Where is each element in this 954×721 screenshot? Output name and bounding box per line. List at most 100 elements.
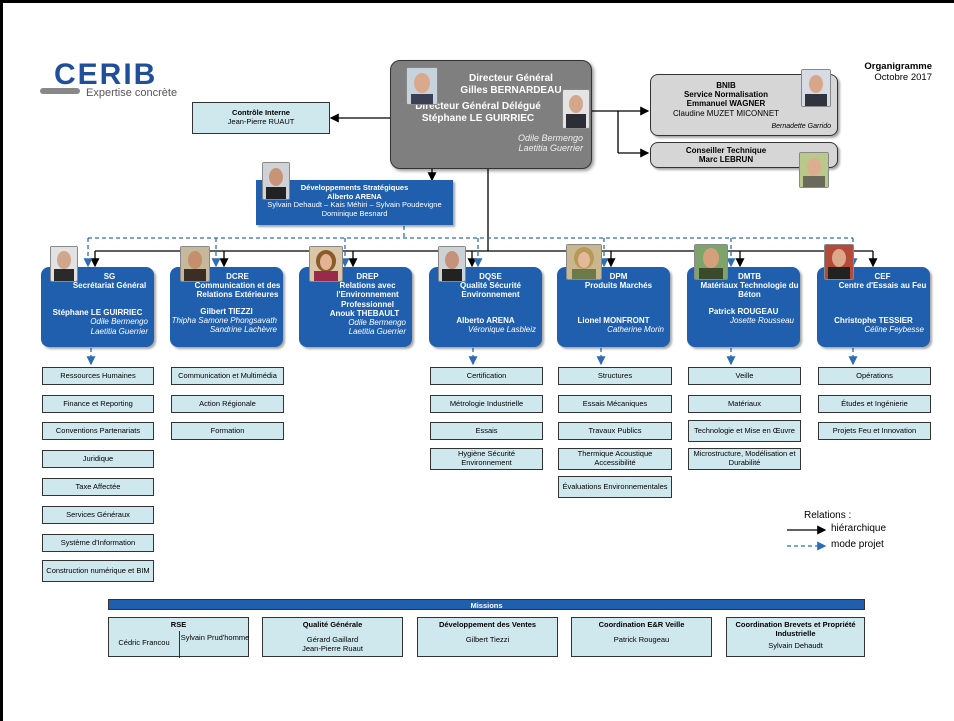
- mission-qualite-title: Qualité Générale: [302, 620, 363, 629]
- service-dpm-5: Évaluations Environnementales: [558, 476, 672, 498]
- dgd-role: Directeur Général Délégué: [415, 101, 541, 112]
- mission-rse-divider: [179, 631, 180, 658]
- legend-title: Relations :: [804, 510, 852, 521]
- dept-dmtb-header: DMTB Matériaux Technologie du Béton: [687, 272, 800, 300]
- mission-qualite: Qualité Générale Gérard Gaillard Jean-Pi…: [262, 617, 403, 657]
- devstrat-members-2: Dominique Besnard: [321, 208, 388, 218]
- conseiller-name: Marc LEBRUN: [698, 155, 754, 165]
- dept-drep-asst-1: Odile Bermengo: [348, 317, 406, 327]
- dept-dqse-asst-1: Véronique Lasbleiz: [467, 324, 536, 334]
- photo-dcre: [180, 246, 210, 282]
- dept-sg-assistants: Odile Bermengo Laetitia Guerrier: [41, 317, 154, 335]
- devstrat-title: Développements Stratégiques: [300, 183, 409, 192]
- mission-brevets-title: Coordination Brevets et Propriété Indust…: [735, 620, 856, 638]
- dept-sg-title: Secrétariat Général: [72, 281, 147, 291]
- service-sg-2: Finance et Reporting: [42, 395, 154, 413]
- dept-sg-code: SG: [103, 272, 116, 281]
- title-date: Octobre 2017: [874, 71, 932, 83]
- service-dcre-2: Action Régionale: [171, 395, 284, 413]
- controle-interne-box: Contrôle Interne Jean-Pierre RUAUT: [192, 102, 330, 134]
- dept-dpm-asst-1: Catherine Morin: [607, 325, 664, 335]
- dept-cef-header: CEF Centre d'Essais au Feu: [817, 272, 930, 290]
- svg-text:CERIB: CERIB: [54, 58, 157, 91]
- service-cef-2: Études et Ingénierie: [818, 395, 931, 413]
- mission-er-name1: Patrick Rougeau: [613, 635, 670, 644]
- dept-dcre-title: Communication et des Relations Extérieur…: [194, 281, 281, 300]
- mission-rse: RSE Cédric Francou Sylvain Prud'homme: [108, 617, 250, 658]
- dept-dmtb-assistants: Josette Rousseau: [687, 316, 800, 325]
- dept-drep-asst-2: Laetitia Guerrier: [348, 326, 406, 336]
- mission-qualite-name1: Gérard Gaillard: [306, 635, 359, 644]
- dg-role: Directeur Général: [469, 73, 553, 84]
- service-dmtb-1: Veille: [688, 367, 801, 385]
- service-cef-3: Projets Feu et Innovation: [818, 422, 931, 440]
- conseiller-title: Conseiller Technique: [685, 146, 767, 155]
- service-dqse-2: Métrologie Industrielle: [430, 395, 543, 413]
- dept-sg-asst-2: Laetitia Guerrier: [90, 326, 148, 336]
- service-dcre-1: Communication et Multimédia: [171, 367, 284, 385]
- dg-assistant-2: Laetitia Guerrier: [518, 143, 583, 154]
- service-dcre-3: Formation: [171, 422, 284, 440]
- dept-cef-title: Centre d'Essais au Feu: [838, 281, 927, 291]
- cerib-logo: CERIB Expertise concrète: [36, 56, 177, 106]
- dept-drep-header: DREP Relations avec l'Environnement Prof…: [299, 272, 412, 309]
- dept-dpm-title: Produits Marchés: [584, 281, 653, 291]
- mission-ventes: Développement des Ventes Gilbert Tiezzi: [417, 617, 558, 657]
- dept-dmtb-head: Patrick ROUGEAU: [708, 306, 779, 316]
- service-sg-7: Système d'Information: [42, 534, 154, 552]
- photo-conseiller: [799, 152, 829, 188]
- dept-dpm-header: DPM Produits Marchés: [557, 272, 670, 290]
- dept-dcre-asst-1: Thipha Samone Phongsavath: [171, 315, 277, 325]
- mission-rse-name2: Sylvain Prud'homme: [180, 633, 250, 642]
- mission-brevets: Coordination Brevets et Propriété Indust…: [726, 617, 865, 657]
- dept-drep-assistants: Odile Bermengo Laetitia Guerrier: [299, 318, 412, 336]
- dept-dcre-assistants: Thipha Samone Phongsavath Sandrine Lachè…: [170, 316, 283, 334]
- service-dqse-4: Hygiène Sécurité Environnement: [430, 448, 543, 470]
- controle-title: Contrôle Interne: [232, 108, 290, 117]
- dept-cef-asst-1: Céline Feybesse: [864, 325, 924, 335]
- service-sg-3: Conventions Partenariats: [42, 422, 154, 440]
- dept-sg-asst-1: Odile Bermengo: [90, 317, 148, 327]
- service-dqse-3: Essais: [430, 422, 543, 440]
- mission-ventes-title: Développement des Ventes: [438, 620, 537, 629]
- dept-cef-code: CEF: [874, 272, 891, 281]
- photo-dpm: [566, 244, 602, 280]
- director-general-box: Directeur Général Gilles BERNARDEAU Dire…: [390, 60, 592, 169]
- mission-rse-name1: Cédric Francou: [118, 638, 170, 647]
- dept-dmtb-code: DMTB: [737, 272, 762, 281]
- photo-cef: [824, 244, 854, 280]
- bnib-code: BNIB: [716, 81, 736, 90]
- service-dpm-2: Essais Mécaniques: [558, 395, 672, 413]
- dg-top: Directeur Général Gilles BERNARDEAU: [391, 73, 591, 96]
- bnib-head: Emmanuel WAGNER: [686, 99, 766, 109]
- conseiller-box: Conseiller Technique Marc LEBRUN: [650, 142, 838, 188]
- page-title: Organigramme Octobre 2017: [864, 61, 932, 84]
- mission-coordination-er: Coordination E&R Veille Patrick Rougeau: [571, 617, 712, 657]
- dept-dmtb-title: Matériaux Technologie du Béton: [700, 281, 799, 300]
- service-sg-5: Taxe Affectée: [42, 478, 154, 496]
- service-cef-1: Opérations: [818, 367, 931, 385]
- mission-qualite-name2: Jean-Pierre Ruaut: [302, 644, 363, 653]
- service-dqse-1: Certification: [430, 367, 543, 385]
- dept-dqse-head: Alberto ARENA: [456, 315, 515, 325]
- devstrat-text: Développements Stratégiques Alberto AREN…: [256, 180, 453, 219]
- conseiller-text: Conseiller Technique Marc LEBRUN: [651, 146, 801, 164]
- dgd-block: Directeur Général Délégué Stéphane LE GU…: [391, 101, 591, 124]
- bnib-assistant: Bernadette Garrido: [771, 123, 831, 130]
- photo-drep: [309, 246, 343, 282]
- dept-dqse-header: DQSE Qualité Sécurité Environnement: [429, 272, 542, 300]
- dept-cef-assistants: Céline Feybesse: [817, 325, 930, 334]
- dept-cef-head: Christophe TESSIER: [834, 316, 913, 326]
- service-sg-6: Services Généraux: [42, 506, 154, 524]
- service-dpm-3: Travaux Publics: [558, 422, 672, 440]
- dept-cef: CEF Centre d'Essais au Feu Christophe TE…: [817, 267, 930, 347]
- dept-dqse-code: DQSE: [479, 272, 502, 281]
- bnib-deputy: Claudine MUZET MICONNET: [672, 108, 780, 118]
- logo-graphic: CERIB: [40, 58, 157, 94]
- dept-dpm: DPM Produits Marchés Lionel MONFRONT Cat…: [557, 267, 670, 347]
- bnib-box: BNIB Service Normalisation Emmanuel WAGN…: [650, 69, 838, 136]
- bnib-text: BNIB Service Normalisation Emmanuel WAGN…: [651, 81, 801, 118]
- title-text: Organigramme: [864, 61, 932, 72]
- mission-brevets-name1: Sylvain Dehaudt: [768, 641, 823, 650]
